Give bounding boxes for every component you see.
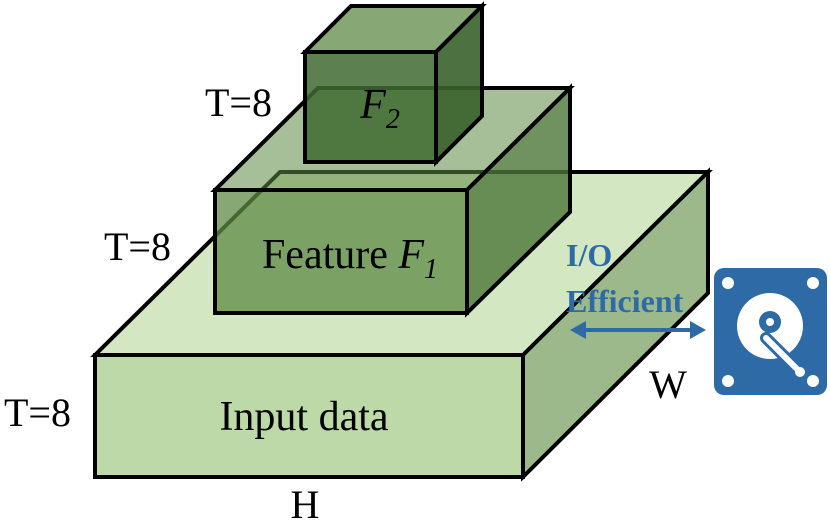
feature-f1-label: Feature F1	[262, 232, 438, 285]
io-label-line1: I/O	[566, 237, 612, 273]
io-double-arrow	[570, 321, 706, 339]
input-data-front-face	[93, 353, 525, 479]
feature-f2-front-face	[303, 50, 438, 164]
feature-f2-label-sub: 2	[386, 104, 400, 135]
feature-f1-label-var: F	[397, 232, 424, 278]
feature-f1-label-prefix: Feature	[262, 232, 398, 278]
feature-f1-front-face	[213, 188, 469, 315]
hard-disk-icon	[714, 268, 827, 395]
height-label: H	[291, 482, 320, 525]
input-time-label: T=8	[4, 390, 71, 435]
feature-f2-block	[300, 1, 487, 167]
io-label-line2: Efficient	[566, 283, 684, 319]
feature-f2-time-label: T=8	[205, 80, 272, 125]
input-data-label: Input data	[219, 394, 388, 440]
feature-f1-time-label: T=8	[104, 224, 171, 269]
feature-f1-label-sub: 1	[424, 254, 438, 285]
feature-f2-label-var: F	[359, 82, 386, 128]
feature-f2-label: F2	[359, 82, 400, 135]
width-label: W	[649, 362, 687, 407]
